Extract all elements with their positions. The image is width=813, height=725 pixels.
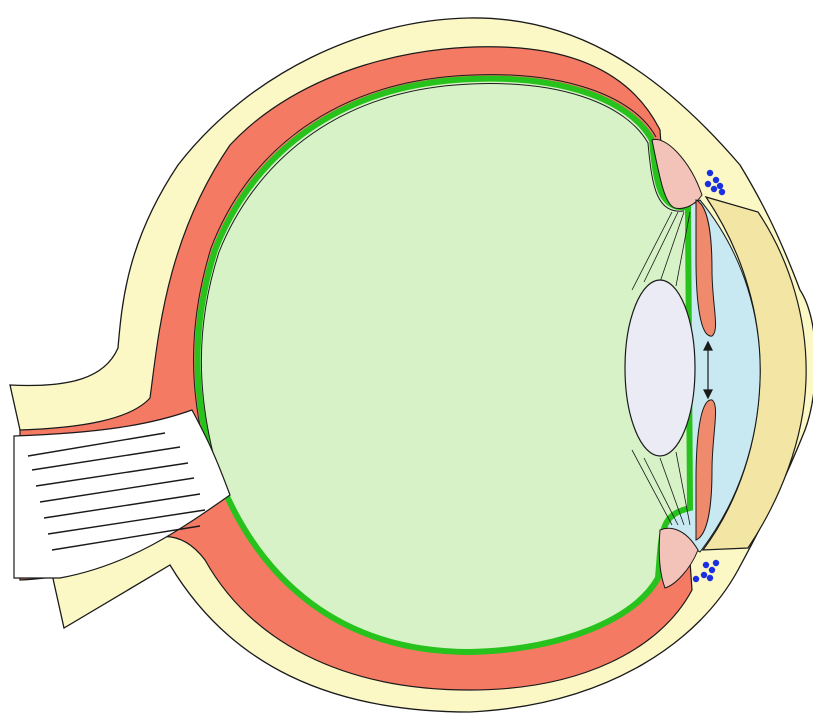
lens bbox=[625, 280, 695, 456]
retina bbox=[198, 79, 691, 652]
